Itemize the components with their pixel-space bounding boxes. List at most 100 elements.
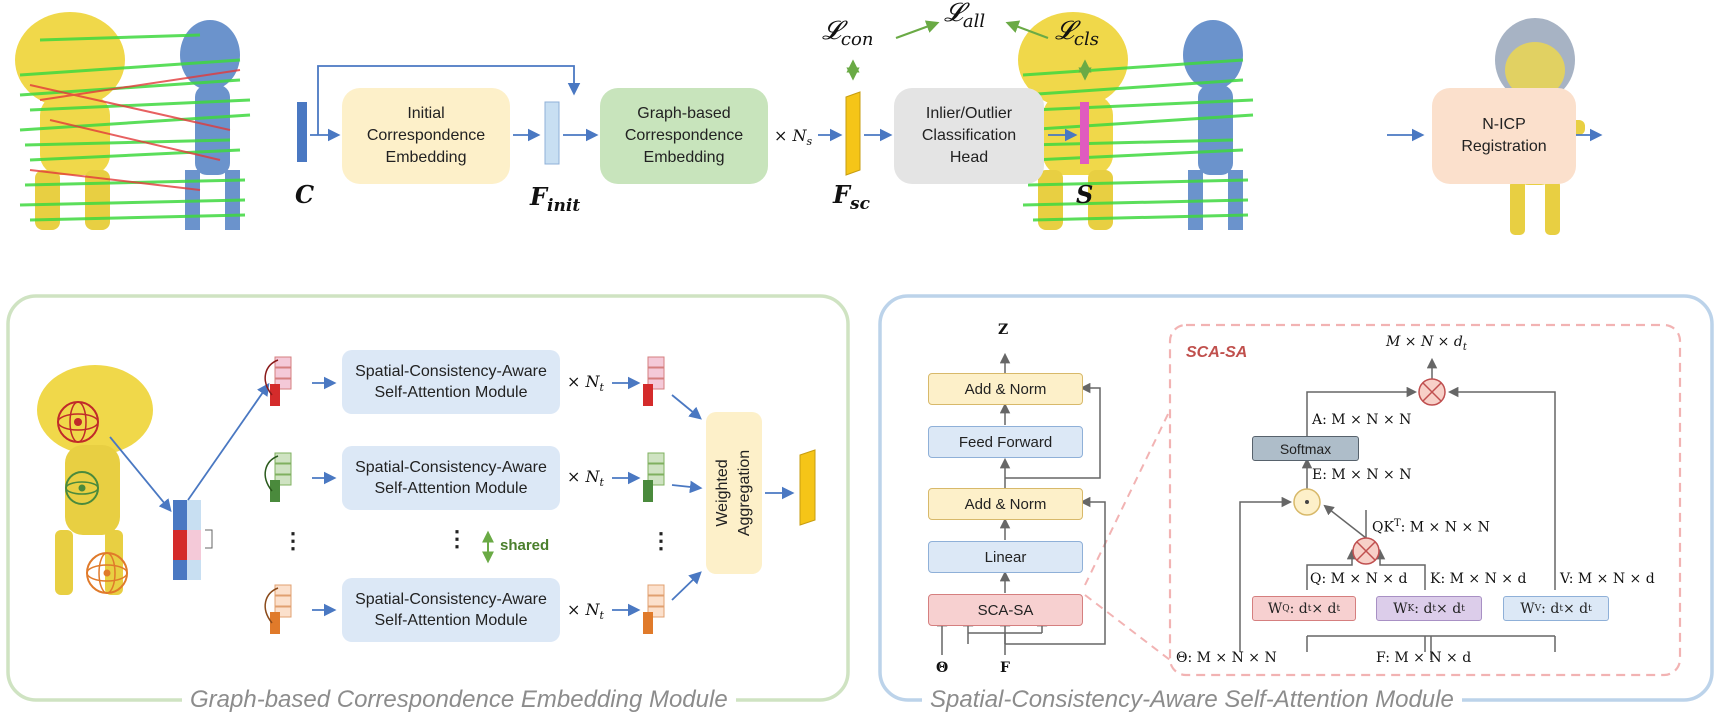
weighted-aggregation-label: Weighted Aggregation xyxy=(712,450,756,536)
W-dim-sub: t xyxy=(1588,603,1592,614)
QK-text: QK xyxy=(1372,519,1394,536)
add-norm-top-box: Add & Norm xyxy=(928,373,1083,405)
sca-sa-detail-frame xyxy=(1168,323,1682,677)
loss-con-sub: con xyxy=(840,29,874,51)
shared-label: shared xyxy=(500,537,550,554)
WV-text: W xyxy=(1520,600,1535,617)
linear-box: Linear xyxy=(928,541,1083,573)
E-dim-label: E: M × N × N xyxy=(1312,467,1412,483)
loss-cls-text: 𝓛 xyxy=(1055,16,1074,46)
W-dim-sub: t xyxy=(1307,603,1312,614)
label-Finit: Finit xyxy=(530,182,580,216)
label-Z: Z xyxy=(998,322,1009,338)
correspondence-feature-column xyxy=(173,500,201,580)
loss-cls-sub: cls xyxy=(1073,29,1099,51)
label-C-text: C xyxy=(295,180,315,209)
times-Nt-3: × Nt xyxy=(567,600,604,622)
box-line: N-ICP xyxy=(1482,116,1526,133)
label-Finit-text: F xyxy=(530,182,548,211)
times-Nt-2: × Nt xyxy=(567,467,604,489)
W-dim-sub: t xyxy=(1432,603,1437,614)
hadamard-operator xyxy=(1293,488,1321,516)
times-Nt-sub: t xyxy=(599,381,604,395)
WQ-text: W xyxy=(1267,600,1283,617)
feature-bar-Finit xyxy=(544,101,560,165)
loss-all-text: 𝓛 xyxy=(944,0,963,28)
sca-sa-title: SCA-SA xyxy=(1186,344,1248,361)
loss-cls: 𝓛cls xyxy=(1055,16,1099,50)
W-dim-text: : d xyxy=(1289,600,1308,617)
box-line: Correspondence xyxy=(624,127,744,144)
box-line: Embedding xyxy=(643,149,725,166)
right-panel-title: Spatial-Consistency-Aware Self-Attention… xyxy=(922,686,1462,714)
label-S-text: S xyxy=(1076,180,1094,209)
times-Nt-text: × N xyxy=(567,467,600,486)
box-line: Graph-based xyxy=(637,105,731,122)
module-line: Self-Attention Module xyxy=(374,384,528,401)
feature-bar-S xyxy=(1080,102,1089,164)
box-line: Initial xyxy=(407,105,445,122)
add-norm-bottom-box: Add & Norm xyxy=(928,488,1083,520)
box-line: Head xyxy=(949,149,989,166)
label-F: F xyxy=(1000,660,1010,676)
loss-con: 𝓛con xyxy=(822,16,873,50)
WQ-sup: Q xyxy=(1282,603,1290,614)
theta-dim-label: Θ: M × N × N xyxy=(1176,650,1277,666)
module-line: Self-Attention Module xyxy=(374,612,528,629)
box-line: Correspondence xyxy=(366,127,486,144)
times-Nt-sub: t xyxy=(599,476,604,490)
output-dim-sub: t xyxy=(1462,341,1467,353)
output-group-red xyxy=(643,356,665,406)
W-dim-text: : d xyxy=(1541,600,1560,617)
feature-bar-Fsc xyxy=(845,91,861,176)
W-dim-sub: t xyxy=(1559,603,1563,614)
multiply-operator-output xyxy=(1418,378,1446,406)
neighbor-group-green xyxy=(264,452,292,502)
loss-all: 𝓛all xyxy=(944,0,985,32)
softmax-box: Softmax xyxy=(1252,436,1359,461)
QK-sup: T xyxy=(1393,518,1401,529)
times-Nt-text: × N xyxy=(567,600,600,619)
pointcloud-correspondences-right xyxy=(1018,12,1254,230)
label-C: C xyxy=(295,180,314,209)
module-line: Spatial-Consistency-Aware xyxy=(355,591,547,608)
weighted-aggregation-box: Weighted Aggregation xyxy=(706,412,762,574)
label-S: S xyxy=(1076,180,1093,209)
feed-forward-box: Feed Forward xyxy=(928,426,1083,458)
label-Fsc-sub: sc xyxy=(850,193,870,214)
label-theta: Θ xyxy=(936,660,949,676)
pointcloud-correspondences-left xyxy=(15,12,251,230)
label-Fsc-text: F xyxy=(833,180,851,209)
aggregation-line: Weighted xyxy=(714,459,732,527)
multiply-operator-qk xyxy=(1352,537,1380,565)
A-dim-label: A: M × N × N xyxy=(1312,412,1412,428)
neighbor-group-red xyxy=(264,356,292,406)
graph-based-correspondence-embedding-box: Graph-based Correspondence Embedding xyxy=(600,88,768,184)
nicp-registration-box: N-ICP Registration xyxy=(1432,88,1576,184)
times-Nt-1: × Nt xyxy=(567,372,604,394)
WK-text: W xyxy=(1393,600,1408,617)
K-dim-label: K: M × N × d xyxy=(1430,571,1527,587)
feature-bar-C xyxy=(297,102,307,162)
sca-self-attention-module-1: Spatial-Consistency-Aware Self-Attention… xyxy=(342,350,560,414)
box-line: Embedding xyxy=(385,149,467,166)
times-Nt-text: × N xyxy=(567,372,600,391)
module-line: Self-Attention Module xyxy=(374,480,528,497)
vertical-ellipsis-mid: ⋮ xyxy=(446,526,468,551)
times-Nt-sub: t xyxy=(599,609,604,623)
neighbor-group-orange xyxy=(264,584,292,634)
Q-dim-label: Q: M × N × d xyxy=(1310,571,1408,587)
W-dim-mid: × d xyxy=(1562,600,1589,617)
V-dim-label: V: M × N × d xyxy=(1560,571,1655,587)
label-Finit-sub: init xyxy=(547,195,581,216)
loss-all-sub: all xyxy=(962,11,986,33)
F-dim-label: F: M × N × d xyxy=(1376,650,1472,666)
module-line: Spatial-Consistency-Aware xyxy=(355,363,547,380)
times-Ns-sub: s xyxy=(806,135,813,149)
WK-sup: K xyxy=(1407,603,1415,614)
output-group-orange xyxy=(643,584,665,634)
left-panel-title: Graph-based Correspondence Embedding Mod… xyxy=(182,686,736,714)
